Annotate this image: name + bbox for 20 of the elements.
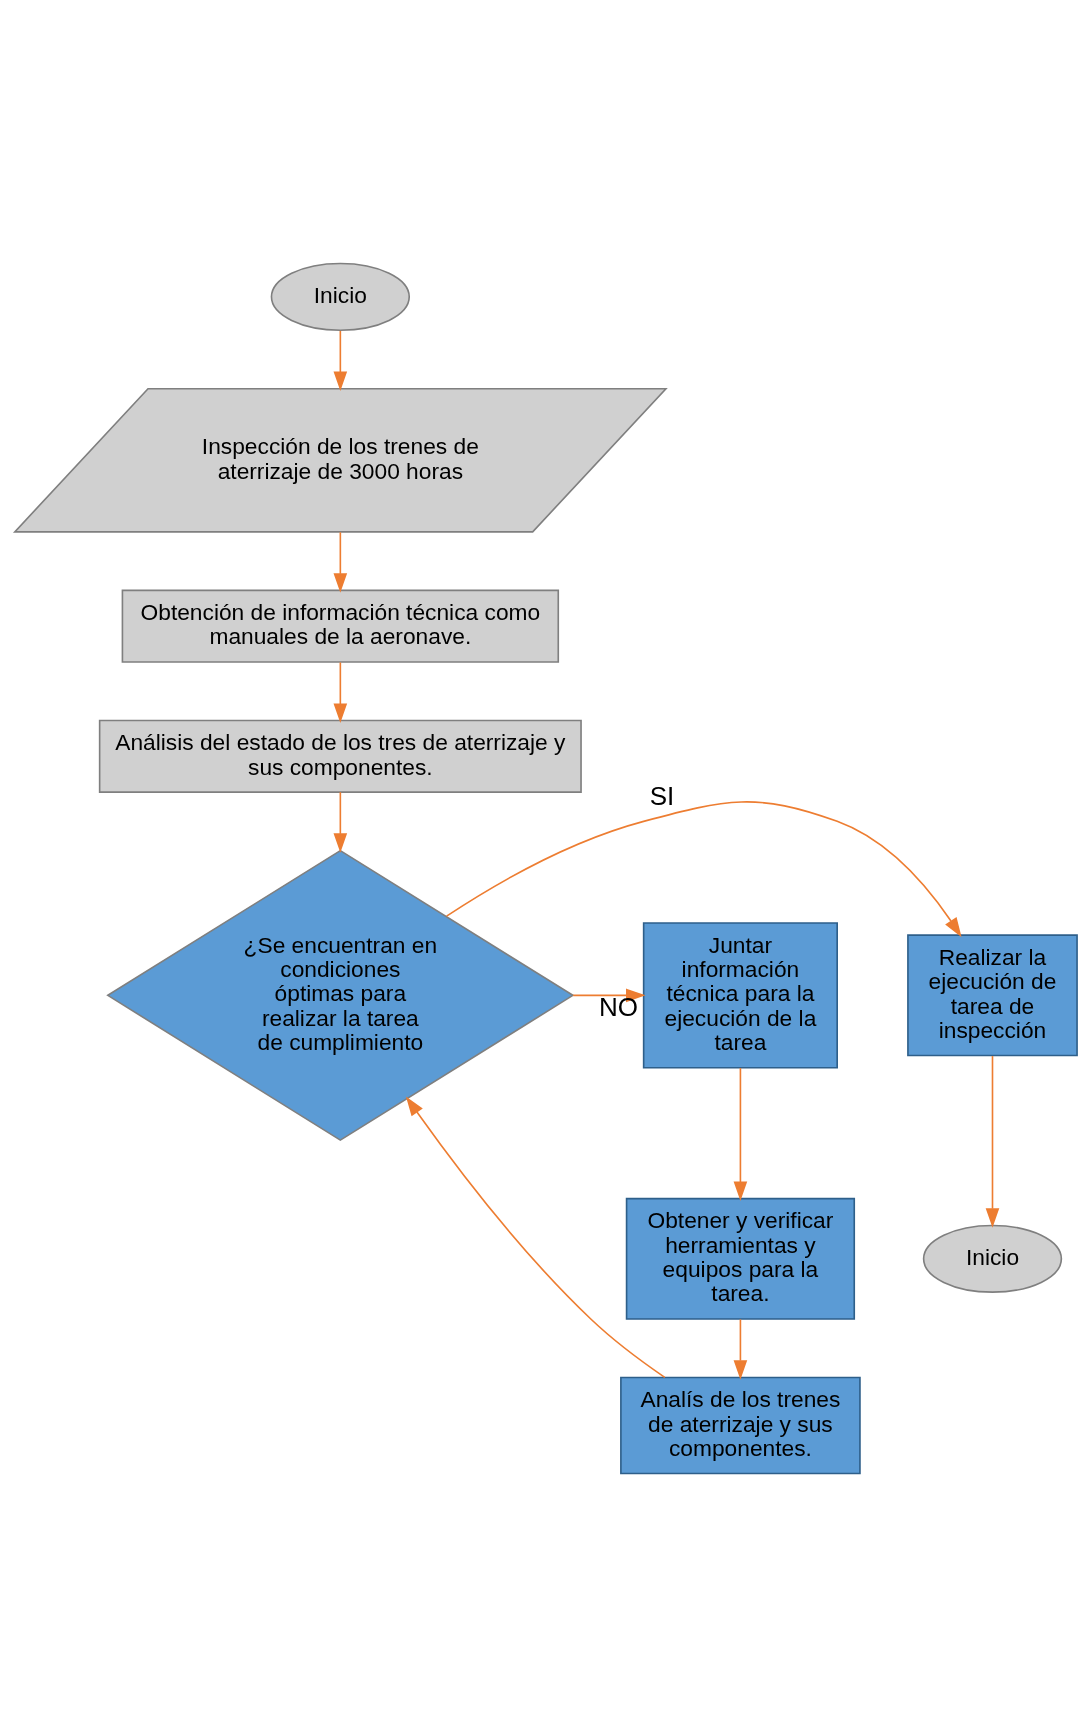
- node-box: Realizar la ejecución de tarea de inspección: [907, 933, 1078, 1056]
- node-box: Obtención de información técnica como manuales de la aeronave.: [121, 589, 560, 663]
- node-diamond: ¿Se encuentran en condiciones óptimas para realizar la tarea de cumplimiento: [106, 849, 575, 1141]
- arrow: [445, 800, 962, 937]
- arrow: [733, 1066, 748, 1201]
- arrow: [733, 1318, 748, 1380]
- arrow: [333, 790, 348, 853]
- node-ellipse: Inicio: [270, 262, 411, 331]
- node-ellipse: Inicio: [922, 1224, 1063, 1293]
- edge-label: NO: [598, 991, 639, 1022]
- edge-label: SI: [649, 780, 675, 811]
- node-box: Juntar información técnica para la ejecución de la tarea: [642, 921, 838, 1069]
- arrow: [333, 329, 348, 391]
- arrow: [985, 1054, 1000, 1228]
- node-box: Análisis del estado de los tres de aterrizaje y sus componentes.: [98, 719, 582, 793]
- arrow: [333, 661, 348, 723]
- node-box: Analís de los trenes de aterrizaje y sus componentes.: [620, 1376, 861, 1474]
- arrow: [405, 1095, 666, 1378]
- node-box: Obtener y verificar herramientas y equipos para la tarea.: [625, 1197, 856, 1320]
- arrow: [333, 531, 348, 593]
